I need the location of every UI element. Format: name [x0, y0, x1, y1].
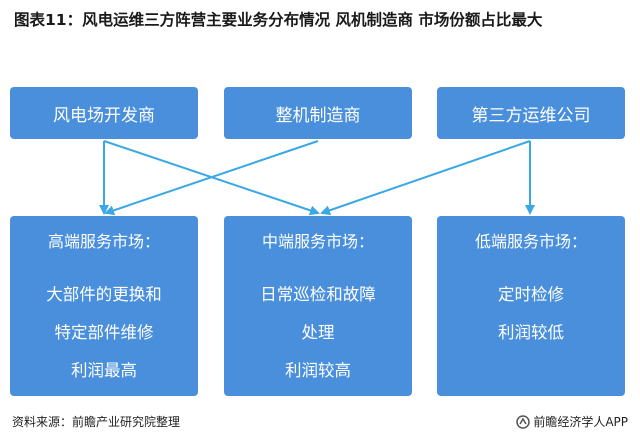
market-line: 利润较低: [498, 323, 564, 342]
market-line: 利润较高: [285, 361, 351, 380]
market-description: 定时检修 利润较低: [437, 276, 625, 352]
brand-footer: 前瞻经济学人APP: [516, 413, 628, 430]
market-line: 处理: [301, 323, 335, 342]
market-line: 定时检修: [498, 285, 564, 304]
arrow-manufacturer-to-high: [104, 140, 319, 216]
market-box-high-end: 高端服务市场： 大部件的更换和 特定部件维修 利润最高: [10, 216, 198, 396]
market-title: 低端服务市场：: [474, 232, 587, 251]
market-line: 大部件的更换和: [46, 285, 162, 304]
market-title: 中端服务市场：: [261, 232, 374, 251]
market-line: 利润最高: [71, 361, 137, 380]
brand-name: 前瞻经济学人APP: [533, 415, 628, 429]
market-box-low-end: 低端服务市场： 定时检修 利润较低: [437, 216, 625, 396]
source-box-developer: 风电场开发商: [10, 87, 198, 139]
source-box-manufacturer: 整机制造商: [224, 87, 412, 139]
brand-logo-icon: [516, 414, 531, 429]
diagram-title: 图表11：风电运维三方阵营主要业务分布情况 风机制造商 市场份额占比最大: [14, 11, 543, 29]
market-line: 日常巡检和故障: [260, 285, 376, 304]
source-label: 整机制造商: [275, 105, 361, 126]
market-line: 特定部件维修: [54, 323, 154, 342]
source-box-third-party: 第三方运维公司: [437, 87, 625, 139]
market-box-mid-end: 中端服务市场： 日常巡检和故障 处理 利润较高: [224, 216, 412, 396]
market-title: 高端服务市场：: [47, 232, 160, 251]
source-note: 资料来源：前瞻产业研究院整理: [12, 415, 181, 429]
market-description: 日常巡检和故障 处理 利润较高: [224, 276, 412, 390]
source-label: 风电场开发商: [53, 105, 155, 126]
market-description: 大部件的更换和 特定部件维修 利润最高: [10, 276, 198, 390]
source-label: 第三方运维公司: [471, 105, 591, 126]
arrow-thirdparty-to-mid: [320, 140, 531, 216]
